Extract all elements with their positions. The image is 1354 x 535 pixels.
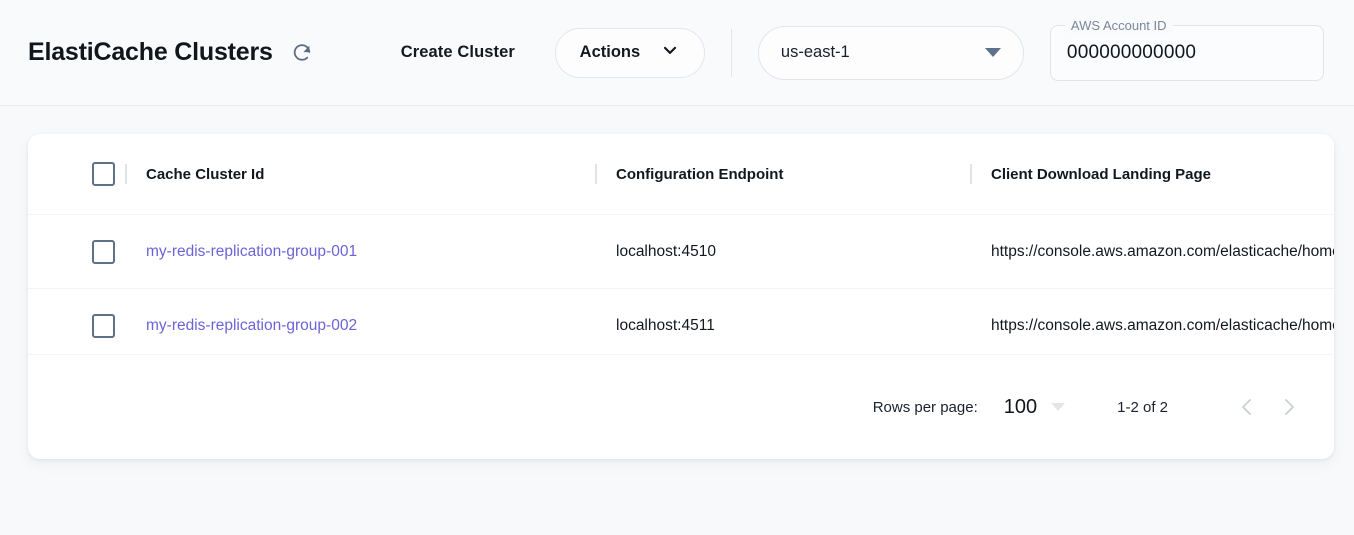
- table-body: my-redis-replication-group-001 localhost…: [28, 214, 1334, 362]
- rows-per-page-select[interactable]: 100: [1003, 395, 1066, 419]
- chevron-right-icon: [1277, 395, 1301, 419]
- actions-button-label: Actions: [579, 43, 641, 61]
- column-cluster-id-label: Cache Cluster Id: [146, 165, 265, 183]
- chevron-down-icon: [1051, 403, 1066, 411]
- pagination-bar: Rows per page: 100 1-2 of 2: [28, 354, 1334, 459]
- row-select-cell: [28, 214, 125, 289]
- refresh-icon: [291, 42, 313, 64]
- chevron-left-icon: [1235, 395, 1259, 419]
- chevron-down-icon: [660, 40, 680, 65]
- table-header-row: Cache Cluster Id Configuration Endpoint …: [28, 134, 1334, 215]
- aws-account-id-value: 000000000000: [1066, 41, 1197, 63]
- refresh-button[interactable]: [287, 38, 317, 68]
- page-title: ElastiCache Clusters: [28, 38, 273, 66]
- row-select-cell: [28, 288, 125, 362]
- app-header: ElastiCache Clusters Create Cluster Acti…: [0, 0, 1354, 106]
- region-select[interactable]: us-east-1: [757, 25, 1024, 80]
- row-landing-page-cell: https://console.aws.amazon.com/elasticac…: [970, 288, 1334, 362]
- region-select-value: us-east-1: [780, 43, 850, 61]
- column-config-endpoint-label: Configuration Endpoint: [616, 165, 784, 183]
- clusters-table-card: Cache Cluster Id Configuration Endpoint …: [28, 134, 1334, 459]
- aws-account-id-field[interactable]: AWS Account ID 000000000000: [1049, 17, 1324, 81]
- create-cluster-button[interactable]: Create Cluster: [395, 35, 521, 70]
- pagination-range: 1-2 of 2: [1117, 398, 1168, 416]
- row-config-endpoint-cell: localhost:4511: [595, 288, 970, 362]
- clusters-table: Cache Cluster Id Configuration Endpoint …: [28, 134, 1334, 362]
- table-row[interactable]: my-redis-replication-group-002 localhost…: [28, 288, 1334, 362]
- actions-button[interactable]: Actions: [554, 27, 705, 78]
- cluster-id-link[interactable]: my-redis-replication-group-002: [146, 316, 358, 334]
- column-config-endpoint[interactable]: Configuration Endpoint: [595, 134, 970, 215]
- row-cluster-id-cell: my-redis-replication-group-002: [125, 288, 595, 362]
- row-checkbox[interactable]: [92, 313, 115, 338]
- table-header: Cache Cluster Id Configuration Endpoint …: [28, 134, 1334, 215]
- row-cluster-id-cell: my-redis-replication-group-001: [125, 214, 595, 289]
- column-cluster-id[interactable]: Cache Cluster Id: [125, 134, 595, 215]
- rows-per-page-label: Rows per page:: [872, 398, 978, 416]
- select-all-checkbox[interactable]: [92, 162, 115, 186]
- previous-page-button[interactable]: [1226, 386, 1268, 428]
- column-landing-page-label: Client Download Landing Page: [991, 165, 1212, 183]
- column-landing-page[interactable]: Client Download Landing Page: [970, 134, 1334, 215]
- row-config-endpoint-cell: localhost:4510: [595, 214, 970, 289]
- select-all-column: [28, 134, 125, 215]
- row-landing-page-cell: https://console.aws.amazon.com/elasticac…: [970, 214, 1334, 289]
- header-divider: [730, 28, 732, 77]
- rows-per-page-value: 100: [1003, 395, 1038, 418]
- cluster-id-link[interactable]: my-redis-replication-group-001: [146, 242, 358, 260]
- aws-account-id-label: AWS Account ID: [1064, 17, 1173, 33]
- row-checkbox[interactable]: [92, 239, 115, 264]
- next-page-button[interactable]: [1268, 386, 1310, 428]
- triangle-down-icon: [984, 48, 1001, 57]
- table-row[interactable]: my-redis-replication-group-001 localhost…: [28, 214, 1334, 289]
